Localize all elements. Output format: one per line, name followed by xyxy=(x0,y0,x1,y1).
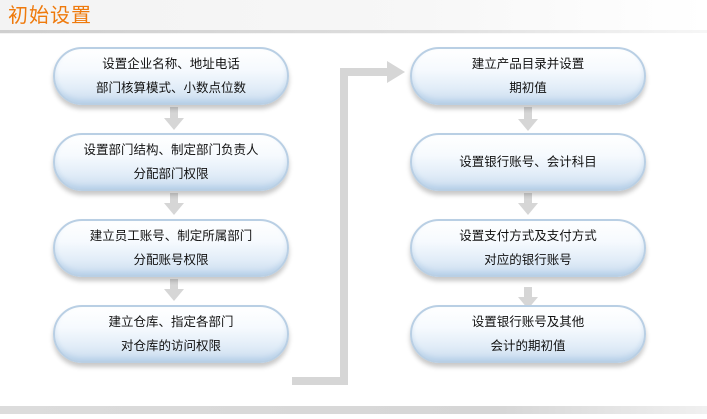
arrow-shaft xyxy=(170,193,178,205)
arrow-shaft xyxy=(170,107,178,120)
right-arrow-icon xyxy=(387,61,405,83)
down-arrow-icon xyxy=(518,297,538,309)
arrow-shaft xyxy=(170,279,178,291)
step-payment-methods: 设置支付方式及支付方式 对应的银行账号 xyxy=(410,219,646,277)
arrow-shaft xyxy=(524,287,532,299)
step-line: 会计的期初值 xyxy=(490,338,566,353)
title-underline xyxy=(0,30,707,33)
step-line: 设置支付方式及支付方式 xyxy=(459,228,597,243)
down-arrow-icon xyxy=(164,289,184,301)
step-line: 设置企业名称、地址电话 xyxy=(102,56,240,71)
arrow-shaft xyxy=(524,107,532,121)
down-arrow-icon xyxy=(518,203,538,215)
connector-line xyxy=(292,68,389,385)
step-line: 建立员工账号、制定所属部门 xyxy=(89,228,253,243)
down-arrow-icon xyxy=(164,203,184,215)
down-arrow-icon xyxy=(518,119,538,131)
step-warehouse: 建立仓库、指定各部门 对仓库的访问权限 xyxy=(53,305,289,363)
step-line: 分配账号权限 xyxy=(133,252,209,267)
step-line: 建立仓库、指定各部门 xyxy=(108,314,234,329)
step-product-catalog: 建立产品目录并设置 期初值 xyxy=(410,47,646,105)
step-department-structure: 设置部门结构、制定部门负责人 分配部门权限 xyxy=(53,133,289,191)
step-company-info: 设置企业名称、地址电话 部门核算模式、小数点位数 xyxy=(53,47,289,105)
step-line: 分配部门权限 xyxy=(133,166,209,181)
step-line: 设置银行账号、会计科目 xyxy=(459,154,597,169)
step-line: 对应的银行账号 xyxy=(484,252,572,267)
step-line: 期初值 xyxy=(509,80,547,95)
step-employee-accounts: 建立员工账号、制定所属部门 分配账号权限 xyxy=(53,219,289,277)
step-opening-balances: 设置银行账号及其他 会计的期初值 xyxy=(410,305,646,363)
title-bar xyxy=(0,0,707,34)
step-bank-accounts: 设置银行账号、会计科目 xyxy=(410,133,646,191)
down-arrow-icon xyxy=(164,118,184,130)
step-line: 部门核算模式、小数点位数 xyxy=(95,80,246,95)
step-line: 对仓库的访问权限 xyxy=(120,338,221,353)
step-line: 设置部门结构、制定部门负责人 xyxy=(83,142,259,157)
bottom-bar xyxy=(0,406,707,414)
page-title: 初始设置 xyxy=(8,3,92,27)
arrow-shaft xyxy=(524,193,532,205)
step-line: 建立产品目录并设置 xyxy=(471,56,585,71)
step-line: 设置银行账号及其他 xyxy=(471,314,585,329)
